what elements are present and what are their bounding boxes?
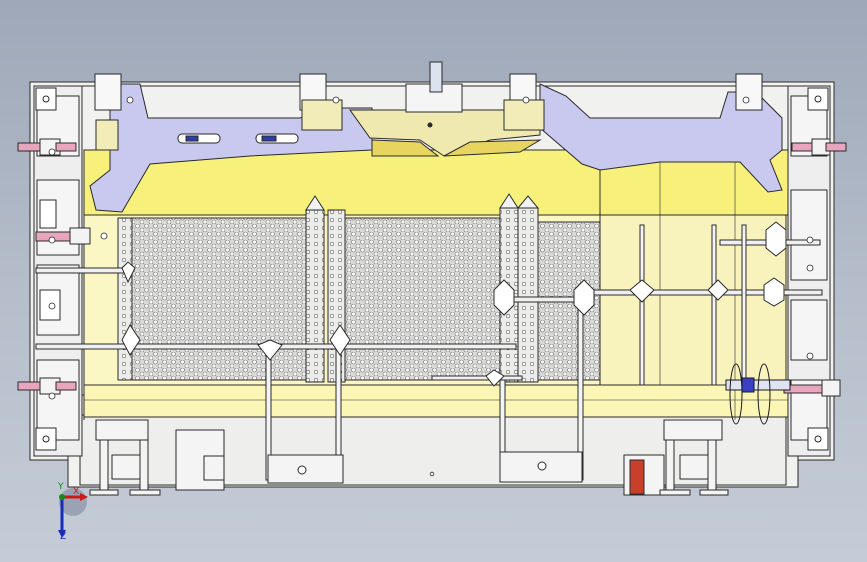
perforated-mesh — [117, 217, 601, 381]
coordinate-axes-triad-icon — [58, 488, 88, 538]
axis-y-label: Y — [58, 482, 64, 492]
axis-z-label: Z — [60, 532, 67, 542]
bolts — [48, 96, 814, 477]
pink-locating-pins — [17, 138, 847, 397]
axis-x-label: X — [73, 487, 80, 497]
diamond-clamp-pads — [121, 221, 787, 387]
left-clamp-bracket — [89, 83, 373, 213]
center-beam — [349, 61, 542, 157]
blue-clamp-part — [725, 363, 791, 425]
support-feet — [89, 419, 729, 496]
right-clamp-bracket — [539, 83, 783, 193]
top-clamp-towers — [94, 73, 763, 151]
corner-locators — [35, 87, 829, 451]
